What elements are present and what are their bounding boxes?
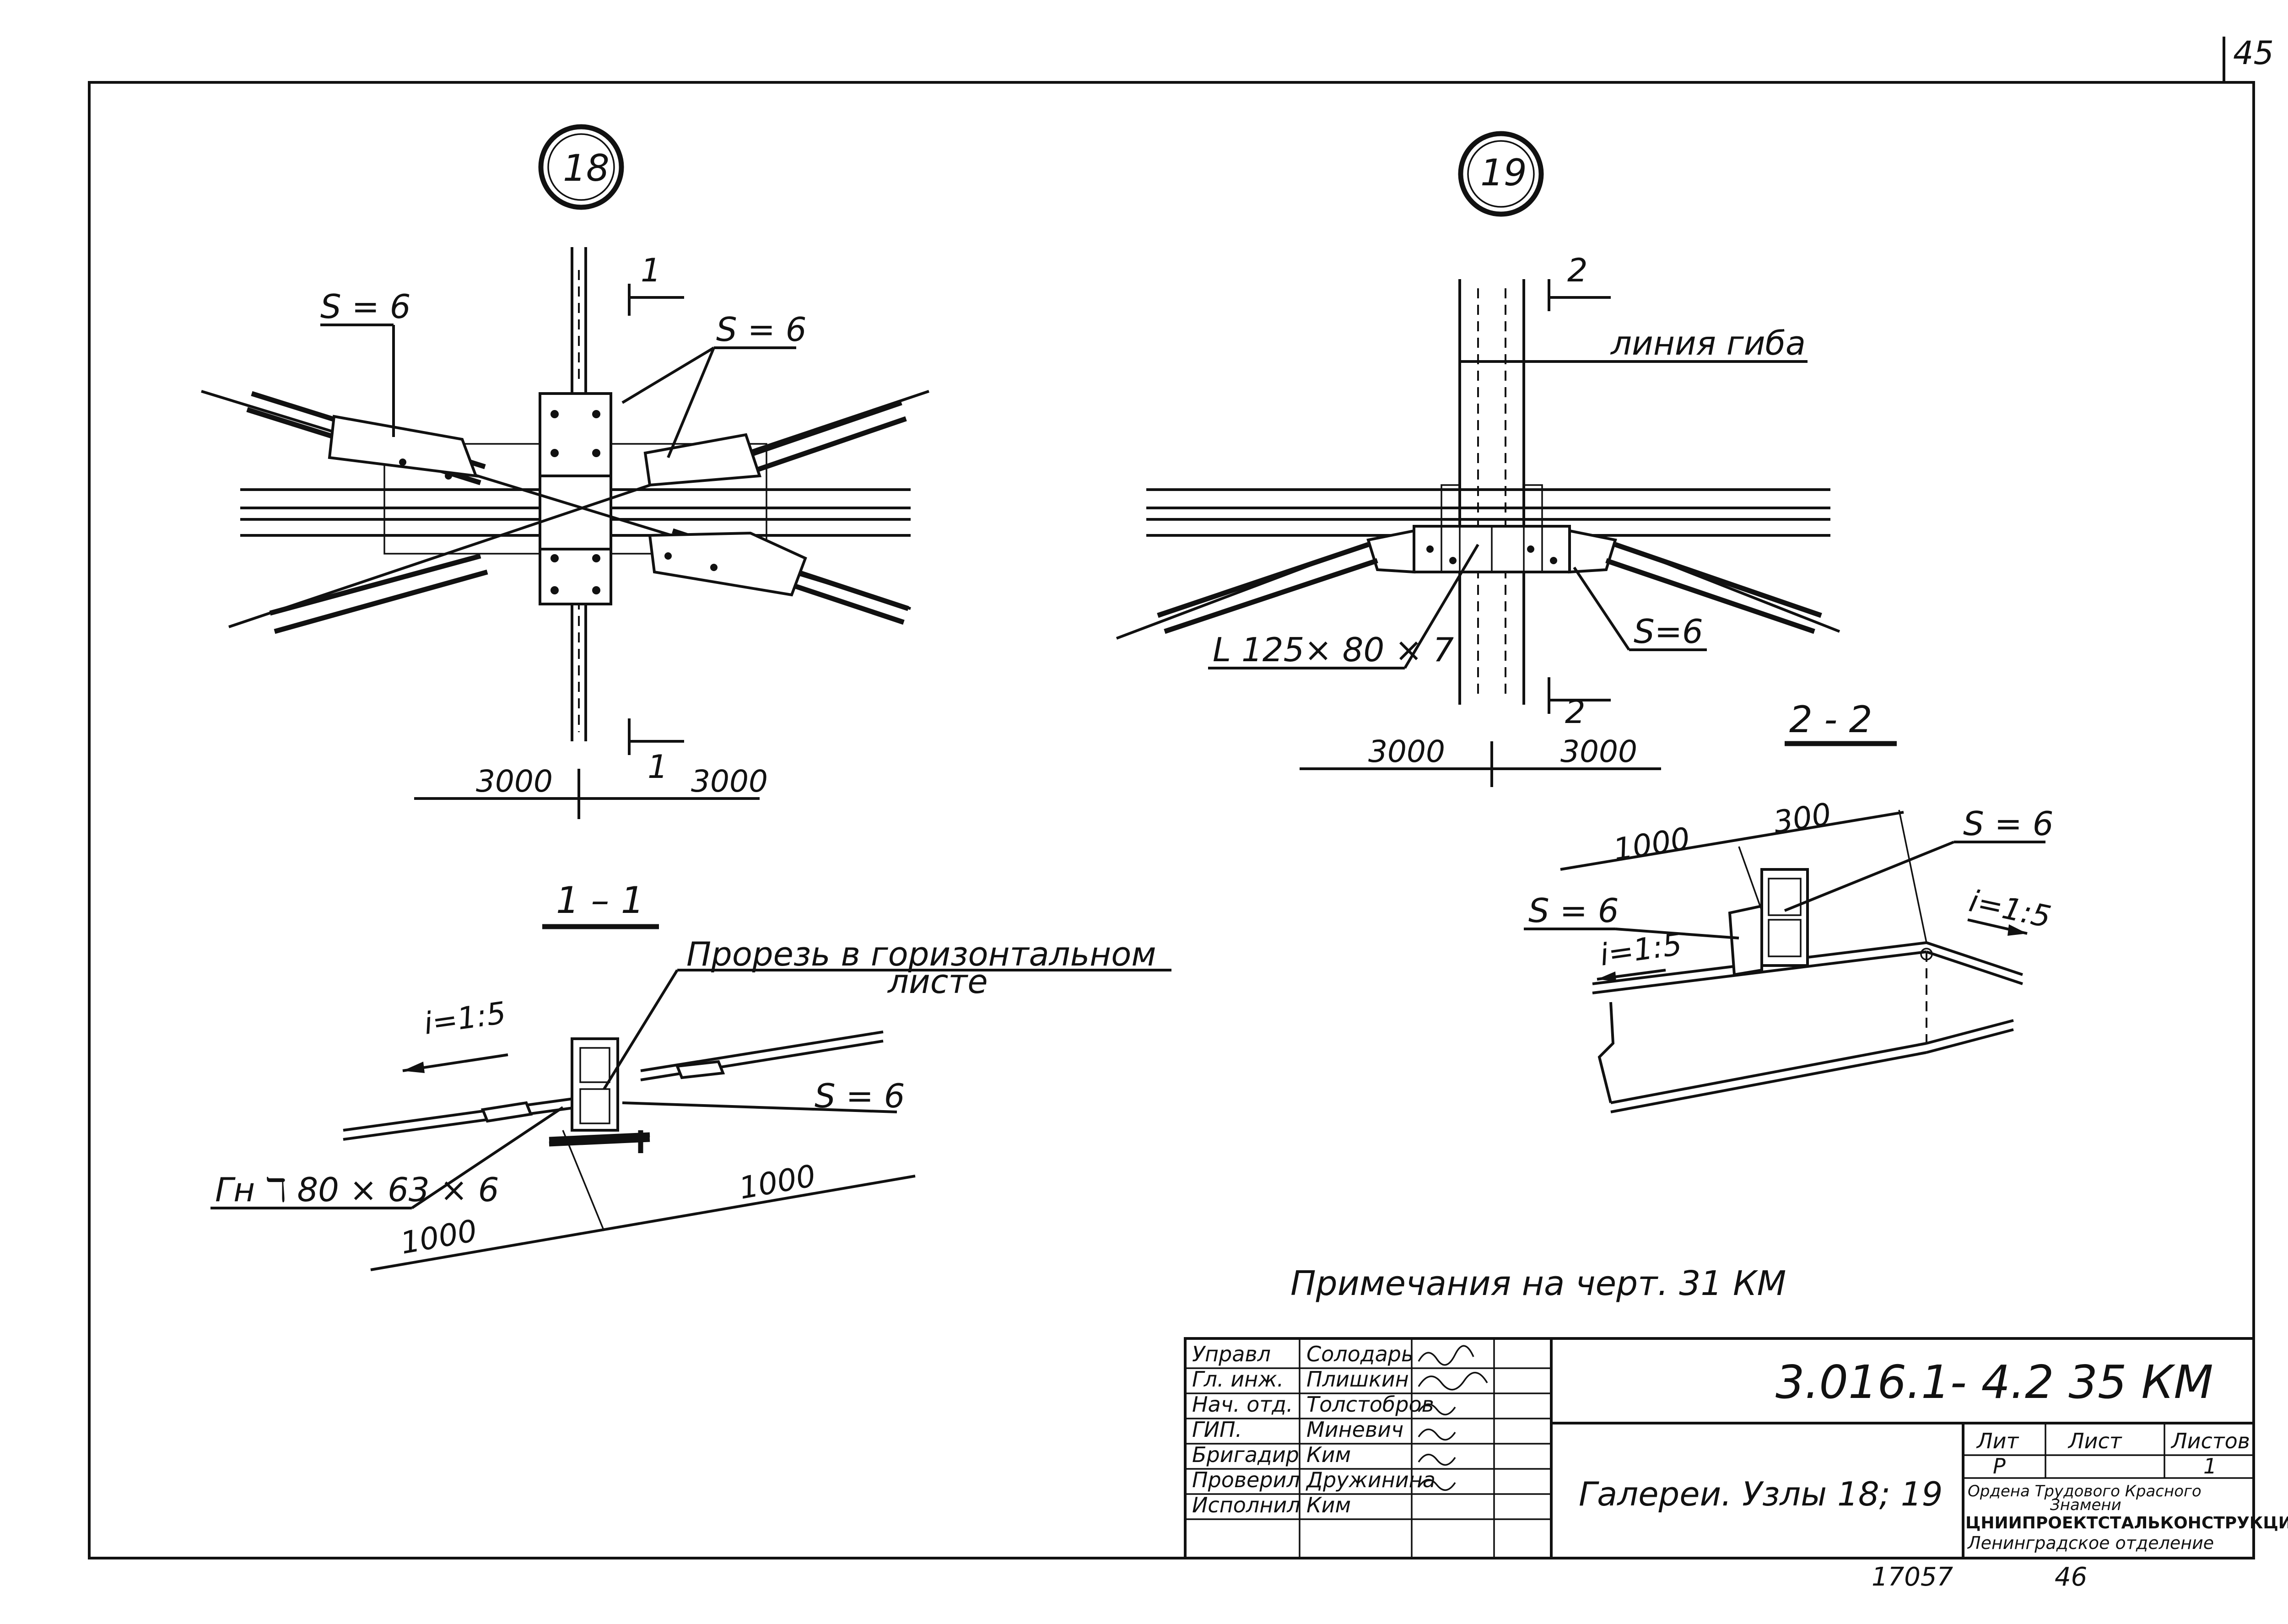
tb-name-4: Ким [1306, 1442, 1351, 1467]
node-19-weld: S=6 [1634, 612, 1703, 651]
tb-org-3: ЦНИИПРОЕКТСТАЛЬКОНСТРУКЦИЯ [1965, 1514, 2288, 1532]
section-1-1-slope: i=1:5 [422, 995, 508, 1041]
tb-stage: Р [1993, 1454, 2006, 1478]
node-18: 18 1 1 [201, 124, 929, 819]
tb-sheet-header: Лист [2067, 1429, 2122, 1453]
node-18-weld-left: S = 6 [320, 287, 411, 326]
footer-format-number: 46 [2055, 1562, 2087, 1592]
node-19-dim-right: 3000 [1560, 734, 1637, 769]
section-2-2: 2 - 2 1000 300 S = 6 S = 6 i=1:5 [1524, 698, 2054, 1113]
node-19-bend-line: линия гиба [1610, 324, 1806, 362]
tb-org-2: Знамени [2050, 1496, 2121, 1514]
title-block: Управл Солодарь Гл. инж. Плишкин Нач. от… [1184, 1337, 2288, 1559]
section-1-1: 1 – 1 i=1:5 Прорезь в горизонтальном лис… [210, 879, 1171, 1271]
node-19: 19 2 2 линия гиба [1116, 131, 1840, 787]
section-1-1-dim-b: 1000 [736, 1158, 818, 1206]
section-mark-1-top: 1 [641, 252, 661, 289]
section-1-1-profile-label: Гн ℸ 80 × 63 × 6 [215, 1171, 499, 1209]
tb-sheets: 1 [2203, 1454, 2217, 1478]
node-19-label: 19 [1480, 151, 1527, 194]
node-18-label: 18 [563, 147, 610, 189]
node-19-angle-label: L 125× 80 × 7 [1213, 631, 1454, 669]
tb-role-0: Управл [1192, 1342, 1271, 1366]
section-1-1-slot-note-2: листе [887, 962, 988, 1001]
tb-role-4: Бригадир [1192, 1442, 1299, 1467]
drawing-frame [88, 81, 2255, 1559]
tb-name-1: Плишкин [1306, 1367, 1409, 1392]
section-1-1-weld: S = 6 [815, 1077, 905, 1115]
tb-title: Галереи. Узлы 18; 19 [1579, 1475, 1943, 1513]
node-18-bolts [399, 410, 718, 594]
tb-role-5: Проверил [1192, 1468, 1300, 1492]
section-2-2-slope-left: i=1:5 [1598, 927, 1684, 973]
section-mark-2-bottom: 2 [1565, 693, 1586, 731]
node-19-bolts [1426, 545, 1557, 564]
drawing-note: Примечания на черт. 31 КМ [1290, 1264, 1786, 1303]
page-number: 45 [2233, 34, 2274, 72]
tb-role-2: Нач. отд. [1192, 1392, 1293, 1417]
section-1-1-slot-note-1: Прорезь в горизонтальном [686, 935, 1156, 973]
tb-sheets-header: Листов [2170, 1429, 2250, 1453]
section-2-2-weld-a: S = 6 [1963, 804, 2054, 843]
node-18-circle [538, 124, 624, 210]
signatures [1418, 1345, 1488, 1491]
tb-org-1: Ордена Трудового Красного [1968, 1482, 2202, 1500]
section-1-1-title: 1 – 1 [556, 879, 644, 922]
tb-role-6: Исполнил [1192, 1493, 1300, 1517]
tb-name-6: Ким [1306, 1493, 1351, 1517]
section-mark-2-top: 2 [1567, 252, 1588, 289]
node-18-weld-right: S = 6 [716, 310, 807, 349]
tb-name-3: Миневич [1306, 1417, 1403, 1442]
tb-name-5: Дружинина [1306, 1468, 1435, 1492]
section-2-2-dim-a: 1000 [1611, 820, 1692, 867]
node-19-dim-left: 3000 [1368, 734, 1445, 769]
tb-role-3: ГИП. [1192, 1417, 1242, 1442]
section-2-2-dim-b: 300 [1771, 796, 1833, 840]
tb-code: 3.016.1- 4.2 35 КМ [1775, 1355, 2213, 1409]
tb-name-2: Толстобров [1306, 1392, 1434, 1417]
footer-archive-number: 17057 [1872, 1562, 1953, 1592]
tb-name-0: Солодарь [1306, 1342, 1414, 1366]
section-1-1-profile [571, 1037, 619, 1132]
node-18-dim-left: 3000 [476, 764, 553, 799]
tb-role-1: Гл. инж. [1192, 1367, 1284, 1392]
node-19-circle [1458, 131, 1544, 217]
section-mark-1-bottom: 1 [648, 748, 668, 786]
node-18-dim-right: 3000 [691, 764, 768, 799]
section-2-2-title: 2 - 2 [1789, 698, 1872, 741]
tb-org-4: Ленинградское отделение [1967, 1533, 2214, 1553]
section-2-2-weld-b: S = 6 [1528, 891, 1619, 930]
tb-stage-header: Лит [1976, 1429, 2019, 1453]
